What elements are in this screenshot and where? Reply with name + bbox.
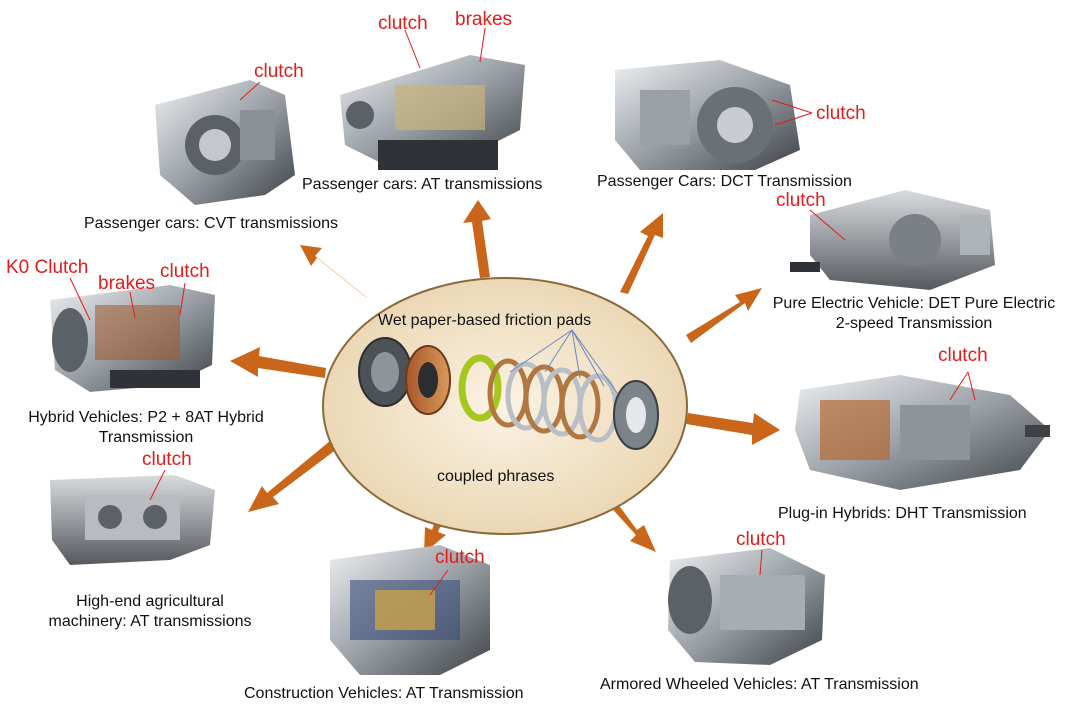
dct-transmission-image <box>615 60 800 170</box>
hybrid-caption-line-2: Transmission <box>98 429 194 446</box>
at-car-brakes-label: brakes <box>455 9 513 30</box>
hybrid-caption: Hybrid Vehicles: P2 + 8AT Hybrid Transmi… <box>10 408 282 448</box>
agri-caption: High-end agricultural machinery: AT tran… <box>32 592 268 632</box>
friction-pad-stack-illustration <box>358 329 659 450</box>
at-car-clutch-label: clutch <box>378 13 428 34</box>
hybrid-transmission-image <box>50 285 215 392</box>
construction-transmission-image <box>330 545 490 675</box>
at-car-transmission-image <box>340 55 525 170</box>
hybrid-caption-line-1: Hybrid Vehicles: P2 + 8AT Hybrid <box>28 409 264 426</box>
dht-clutch-label: clutch <box>938 345 988 366</box>
armored-caption: Armored Wheeled Vehicles: AT Transmissio… <box>600 676 919 693</box>
arrow-to-det <box>686 288 762 343</box>
at-car-caption: Passenger cars: AT transmissions <box>302 176 543 193</box>
arrow-to-dht <box>686 413 780 445</box>
det-clutch-label: clutch <box>776 190 826 211</box>
cvt-caption: Passenger cars: CVT transmissions <box>84 215 339 232</box>
dct-caption: Passenger Cars: DCT Transmission <box>597 173 852 190</box>
det-transmission-image <box>790 190 995 290</box>
construction-caption: Construction Vehicles: AT Transmission <box>244 685 524 702</box>
hybrid-brakes-label: brakes <box>98 273 156 294</box>
cvt-clutch-label: clutch <box>254 61 304 82</box>
det-caption-line-2: 2-speed Transmission <box>835 315 993 332</box>
det-caption-line-1: Pure Electric Vehicle: DET Pure Electric <box>772 295 1056 312</box>
cvt-transmission-image <box>155 80 295 205</box>
agri-clutch-label: clutch <box>142 449 192 470</box>
arrow-to-hybrid <box>230 347 326 378</box>
agri-transmission-image <box>50 475 215 565</box>
agri-caption-line-1: High-end agricultural <box>76 593 224 610</box>
center-ellipse <box>322 277 688 535</box>
arrow-to-at-car <box>463 200 491 278</box>
construction-clutch-label: clutch <box>435 547 485 568</box>
label-pointer-lines <box>69 27 976 596</box>
dct-clutch-label: clutch <box>816 103 866 124</box>
armored-transmission-image <box>668 548 825 665</box>
dht-caption: Plug-in Hybrids: DHT Transmission <box>778 505 1027 522</box>
det-caption: Pure Electric Vehicle: DET Pure Electric… <box>760 294 1068 334</box>
friction-pads-label: Wet paper-based friction pads <box>378 312 592 329</box>
arrow-to-cvt <box>300 245 367 298</box>
arrow-to-agri <box>248 441 337 512</box>
arrow-to-dct <box>620 213 663 294</box>
hybrid-k0-clutch-label: K0 Clutch <box>6 257 89 278</box>
dht-transmission-image <box>795 375 1050 490</box>
armored-clutch-label: clutch <box>736 529 786 550</box>
hybrid-clutch-label: clutch <box>160 261 210 282</box>
agri-caption-line-2: machinery: AT transmissions <box>48 613 252 630</box>
coupled-phrases-label: coupled phrases <box>437 468 555 485</box>
